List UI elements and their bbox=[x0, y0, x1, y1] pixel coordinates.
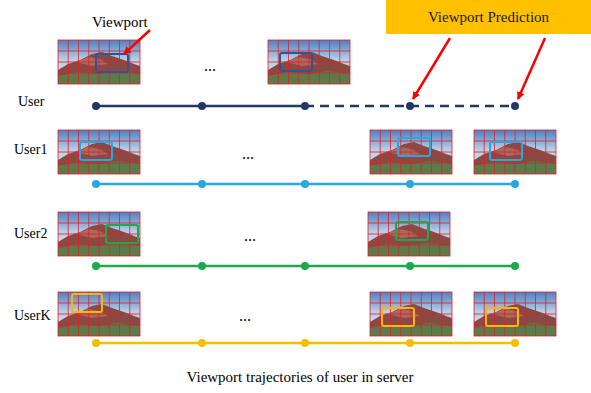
user-label: User1 bbox=[14, 142, 47, 158]
caption: Viewport trajectories of user in server bbox=[187, 368, 414, 386]
user-label: User bbox=[18, 94, 44, 110]
ellipsis: ... bbox=[204, 58, 216, 74]
ellipsis: ... bbox=[244, 228, 256, 244]
box-title: Viewport Prediction bbox=[428, 9, 549, 26]
viewport-label: Viewport bbox=[92, 14, 148, 30]
ellipsis: ... bbox=[239, 308, 251, 324]
ellipsis: ... bbox=[242, 146, 254, 162]
user-label: UserK bbox=[14, 308, 51, 324]
prediction-box: Viewport Prediction bbox=[386, 0, 591, 34]
user-label: User2 bbox=[14, 226, 47, 242]
